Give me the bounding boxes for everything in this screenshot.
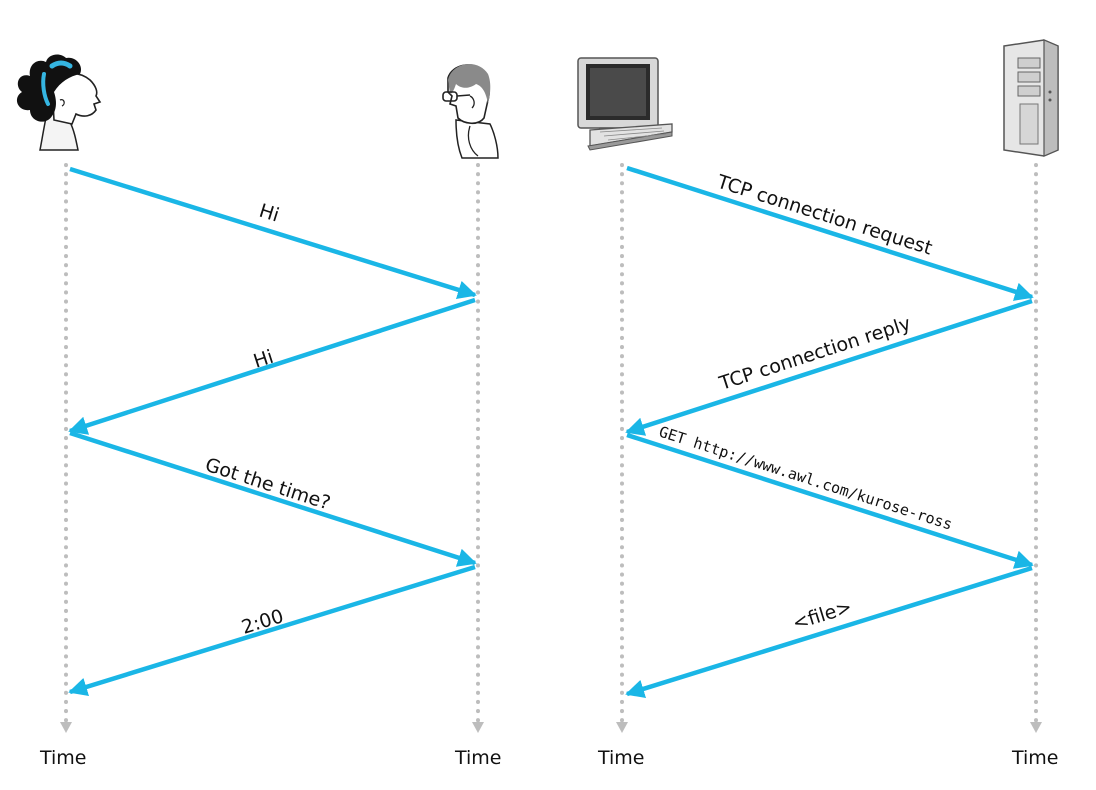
message-arrow — [69, 430, 477, 567]
lifeline-woman — [60, 163, 72, 733]
time-label: Time — [1011, 747, 1059, 769]
man-with-glasses-icon — [442, 63, 499, 159]
message-arrow — [68, 564, 476, 697]
message-arrow — [626, 165, 1034, 301]
message-label: <file> — [790, 596, 855, 635]
message-label: GET http://www.awl.com/kurose-ross — [657, 423, 955, 534]
woman-icon — [16, 54, 102, 151]
time-arrowhead — [60, 722, 72, 733]
time-arrowhead — [472, 722, 484, 733]
server-tower-icon — [1003, 39, 1059, 157]
desktop-computer-icon — [577, 57, 673, 151]
lifeline-server — [1030, 163, 1042, 733]
time-label: Time — [597, 747, 645, 769]
message-arrow — [626, 432, 1034, 569]
time-label: Time — [39, 747, 87, 769]
time-arrowhead — [1030, 722, 1042, 733]
message-label: TCP connection request — [714, 170, 935, 259]
time-label: Time — [454, 747, 502, 769]
time-arrowhead — [616, 722, 628, 733]
message-arrow — [69, 166, 477, 299]
lifeline-computer — [616, 163, 628, 733]
message-label: Hi — [251, 346, 276, 373]
message-arrow — [68, 297, 476, 435]
message-label: Hi — [257, 200, 282, 227]
lifeline-man — [472, 163, 484, 733]
message-arrow — [625, 565, 1033, 698]
message-arrow — [625, 298, 1033, 436]
message-label: TCP connection reply — [716, 312, 914, 395]
